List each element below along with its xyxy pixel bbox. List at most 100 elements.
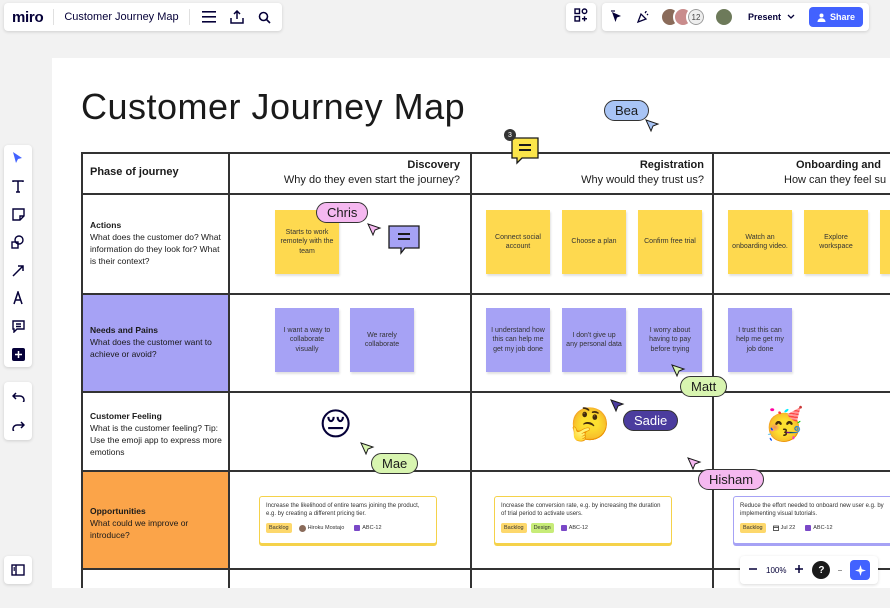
present-button[interactable]: Present: [742, 12, 801, 22]
sticky-note[interactable]: I don't give up any personal data: [562, 308, 626, 372]
add-more-tools-icon[interactable]: [9, 345, 27, 363]
ticket-tag[interactable]: ABC-12: [351, 523, 384, 533]
party-face-emoji[interactable]: 🥳: [764, 406, 804, 442]
sticky-note[interactable]: I want a way to collaborate visually: [275, 308, 339, 372]
apps-button[interactable]: [566, 3, 596, 31]
status-badge[interactable]: Backlog: [501, 523, 527, 533]
ticket-tag[interactable]: ABC-12: [558, 523, 591, 533]
zoom-level[interactable]: 100%: [766, 565, 787, 575]
cursor-pointer-icon: [610, 399, 625, 413]
sticky-note[interactable]: Choose a plan: [562, 210, 626, 274]
sticky-note[interactable]: We rarely collaborate: [350, 308, 414, 372]
comment-count-badge: 3: [504, 129, 516, 141]
opportunities-row-fill: [81, 470, 228, 568]
status-badge[interactable]: Backlog: [740, 523, 766, 533]
grid-line: [228, 152, 230, 588]
zoom-in-icon[interactable]: [794, 564, 804, 576]
column-subtitle: How can they feel su: [784, 174, 887, 186]
needs-row-fill: [81, 293, 228, 391]
thinking-face-emoji[interactable]: 🤔: [570, 406, 610, 442]
shapes-apps-icon: [574, 7, 588, 27]
board-name[interactable]: Customer Journey Map: [64, 11, 179, 23]
board-title[interactable]: Customer Journey Map: [81, 86, 466, 127]
miro-logo[interactable]: miro: [12, 8, 44, 26]
sticky-note[interactable]: I trust this can help me get my job done: [728, 308, 792, 372]
pensive-face-emoji[interactable]: 😔: [319, 406, 353, 442]
sticky-note-tool-icon[interactable]: [9, 205, 27, 223]
comment-thread[interactable]: 3: [504, 129, 540, 165]
opportunity-card[interactable]: Reduce the effort needed to onboard new …: [733, 496, 890, 544]
comment-tool-icon[interactable]: [9, 317, 27, 335]
label-badge[interactable]: Design: [530, 523, 554, 533]
ticket-tag[interactable]: ABC-12: [802, 523, 835, 533]
jira-icon: [354, 525, 361, 531]
shapes-tool-icon[interactable]: [9, 233, 27, 251]
comment-bubble-icon: [511, 137, 539, 165]
zoom-toolbar: 100% ?: [740, 556, 879, 584]
avatar: [298, 524, 306, 532]
collaborator-avatars[interactable]: 12: [660, 7, 706, 27]
board-canvas[interactable]: Customer Journey Map Phase of journey Di…: [52, 58, 890, 588]
zoom-out-icon[interactable]: [748, 564, 758, 576]
line-tool-icon[interactable]: [9, 261, 27, 279]
row-description: What does the customer do? What informat…: [90, 232, 221, 266]
date-tag[interactable]: Jul 22: [770, 523, 799, 533]
row-title: Needs and Pains: [90, 325, 159, 335]
opportunity-card[interactable]: Increase the likelihood of entire teams …: [259, 496, 437, 544]
cursor-pointer-icon: [360, 442, 375, 456]
sticky-note[interactable]: I understand how this can help me get my…: [486, 308, 550, 372]
grid-line: [470, 152, 472, 588]
grid-line: [712, 152, 714, 588]
row-description: What does the customer want to achieve o…: [90, 337, 212, 359]
jira-icon: [560, 525, 567, 531]
column-title: Onboarding and: [796, 159, 881, 171]
divider: [838, 569, 843, 571]
top-left-toolbar: miro Customer Journey Map: [4, 3, 282, 31]
ai-assist-button[interactable]: [850, 560, 871, 580]
my-avatar[interactable]: [714, 7, 734, 27]
column-subtitle: Why do they even start the journey?: [283, 174, 460, 186]
board-panel-button[interactable]: [4, 556, 32, 584]
assignee-name: Hiroku Mostajo: [307, 525, 345, 531]
sticky-note[interactable]: Starts to work remotely with the team: [275, 210, 339, 274]
help-button[interactable]: ?: [812, 561, 831, 579]
export-icon[interactable]: [228, 8, 246, 26]
sticky-note-partial[interactable]: [880, 210, 890, 274]
opportunity-card[interactable]: Increase the conversion rate, e.g. by in…: [494, 496, 672, 544]
menu-icon[interactable]: [200, 8, 218, 26]
sticky-note[interactable]: I worry about having to pay before tryin…: [638, 308, 702, 372]
sticky-note[interactable]: Confirm free trial: [638, 210, 702, 274]
grid-line: [81, 152, 83, 588]
share-button[interactable]: Share: [809, 7, 864, 27]
ticket-id: ABC-12: [568, 525, 588, 531]
text-tool-icon[interactable]: [9, 177, 27, 195]
card-text: Increase the likelihood of entire teams …: [266, 503, 420, 517]
assignee-tag[interactable]: Hiroku Mostajo: [296, 523, 348, 533]
undo-icon[interactable]: [9, 388, 27, 406]
undo-redo-toolbar: [4, 382, 32, 440]
select-tool-icon[interactable]: [9, 149, 27, 167]
row-label-opportunities: Opportunities What could we improve or i…: [90, 505, 225, 541]
sticky-note[interactable]: Explore workspace: [804, 210, 868, 274]
divider: [53, 9, 55, 25]
search-icon[interactable]: [256, 8, 274, 26]
card-text: Reduce the effort needed to onboard new …: [740, 503, 884, 517]
row-title: Actions: [90, 220, 122, 230]
cursor-pointer-icon: [671, 364, 686, 378]
column-title: Discovery: [407, 159, 460, 171]
ticket-id: ABC-12: [362, 525, 382, 531]
pen-tool-icon[interactable]: [9, 289, 27, 307]
celebrate-icon[interactable]: [634, 8, 652, 26]
ticket-id: ABC-12: [813, 525, 833, 531]
cursor-label-hisham: Hisham: [698, 469, 765, 490]
sticky-note[interactable]: Connect social account: [486, 210, 550, 274]
column-subtitle: Why would they trust us?: [581, 174, 704, 186]
redo-icon[interactable]: [9, 417, 27, 435]
collaborator-count-badge[interactable]: 12: [686, 7, 706, 27]
comment-thread[interactable]: [387, 224, 421, 256]
sticky-note[interactable]: Watch an onboarding video.: [728, 210, 792, 274]
cursor-follow-icon[interactable]: [608, 8, 626, 26]
cursor-label-bea: Bea: [604, 100, 650, 121]
status-badge[interactable]: Backlog: [266, 523, 292, 533]
row-description: What is the customer feeling? Tip: Use t…: [90, 423, 222, 457]
